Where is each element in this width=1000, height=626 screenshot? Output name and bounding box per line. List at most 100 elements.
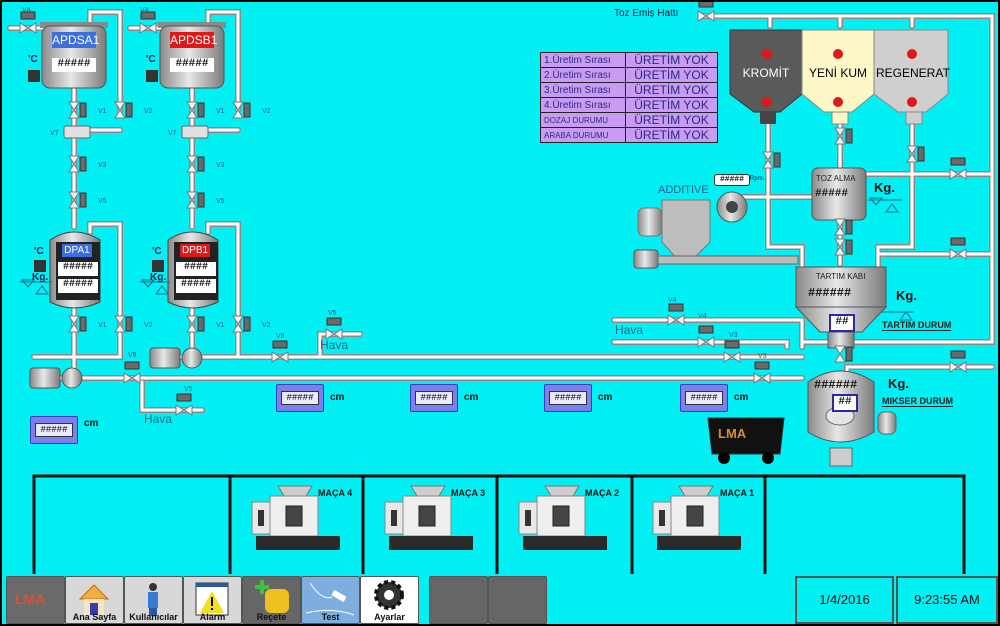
- level-display: #####: [410, 384, 458, 412]
- level-display: #####: [680, 384, 728, 412]
- core-machine-2[interactable]: [518, 485, 607, 550]
- valve[interactable]: V5: [175, 386, 193, 416]
- level-display: #####: [30, 416, 78, 444]
- flowmeter-v7-b: [181, 125, 209, 139]
- hopper-kromit[interactable]: [729, 29, 803, 124]
- valve[interactable]: V2: [114, 315, 153, 333]
- valve[interactable]: [834, 345, 853, 363]
- valve[interactable]: V3: [186, 155, 225, 173]
- valve[interactable]: V3: [753, 353, 771, 384]
- valve[interactable]: V2: [114, 101, 153, 119]
- valve[interactable]: V4: [667, 297, 685, 326]
- additive-unit[interactable]: [633, 191, 799, 269]
- core-machine-3[interactable]: [384, 485, 473, 550]
- gear-icon: [374, 580, 404, 610]
- valve[interactable]: V5: [325, 310, 343, 340]
- valve[interactable]: [834, 127, 853, 145]
- machine-label-1: MAÇA 1: [720, 488, 755, 498]
- warning-icon: [195, 582, 229, 616]
- recipe-add-icon: [255, 580, 289, 613]
- logo-button[interactable]: LMA: [6, 576, 65, 624]
- status-row-label: 4.Üretim Sırası: [540, 97, 626, 113]
- tank-name-apdsa1: APDSA1: [52, 32, 100, 48]
- valve[interactable]: V5: [68, 191, 107, 209]
- nav-alarm-label: Alarm: [199, 612, 226, 622]
- valve-label: V2: [144, 322, 153, 329]
- nav-recipe-button[interactable]: Reçete: [242, 576, 301, 624]
- valve[interactable]: V4: [19, 7, 37, 34]
- pump-b[interactable]: [149, 347, 203, 369]
- valve[interactable]: V1: [186, 101, 225, 119]
- test-probe-icon: [305, 582, 355, 616]
- nav-empty-button-1[interactable]: [429, 576, 488, 624]
- toz-alma-unit: Kg.: [874, 180, 895, 195]
- temp-unit-dpa1: 'C: [34, 246, 44, 257]
- valve-label: V2: [262, 322, 271, 329]
- core-machine-1[interactable]: [652, 485, 741, 550]
- level-display-value: #####: [685, 391, 723, 405]
- valve[interactable]: [834, 238, 853, 256]
- valve[interactable]: V8: [123, 352, 141, 384]
- valve[interactable]: [949, 350, 967, 373]
- valve[interactable]: [949, 157, 967, 180]
- nav-test-button[interactable]: Test: [301, 576, 360, 624]
- valve-label: V3: [216, 162, 225, 169]
- valve[interactable]: V3: [68, 155, 107, 173]
- valve[interactable]: V8: [271, 333, 289, 363]
- valve[interactable]: V4: [139, 7, 157, 34]
- nav-alarm-button[interactable]: Alarm: [183, 576, 242, 624]
- valve-label: V1: [98, 322, 107, 329]
- status-row-label: ARABA DURUMU: [540, 127, 626, 143]
- valve[interactable]: V2: [232, 101, 271, 119]
- tank-value1-dpa1: #####: [58, 262, 98, 276]
- pump-a[interactable]: [29, 367, 83, 389]
- temp-unit-apdsb1: 'C: [146, 54, 156, 65]
- valve[interactable]: V2: [232, 315, 271, 333]
- weight-unit-dpa1: Kg.: [32, 272, 49, 283]
- valve[interactable]: V3: [723, 332, 741, 363]
- dust-line-label: Toz Emiş Hattı: [614, 8, 679, 19]
- valve[interactable]: V1: [68, 101, 107, 119]
- sand-cart[interactable]: [707, 417, 785, 464]
- mikser-value: ######: [814, 378, 858, 392]
- valve[interactable]: [949, 237, 967, 260]
- level-display: #####: [544, 384, 592, 412]
- valve[interactable]: [906, 145, 925, 163]
- valve-label: V3: [758, 353, 767, 360]
- valve-label: V5: [98, 198, 107, 205]
- weight-unit-dpb1: Kg.: [150, 272, 167, 283]
- tartim-kabi-unit: Kg.: [896, 288, 917, 303]
- nav-home-button[interactable]: Ana Sayfa: [65, 576, 124, 624]
- status-row-value: ÜRETİM YOK: [625, 52, 718, 68]
- hopper-regenerat[interactable]: [873, 29, 949, 125]
- tank-name-dpb1: DPB1: [180, 244, 210, 257]
- core-machine-4[interactable]: [251, 485, 340, 550]
- valve[interactable]: V1: [68, 315, 107, 333]
- nav-users-label: Kullanıcılar: [129, 612, 178, 622]
- valve[interactable]: V5: [186, 191, 225, 209]
- valve[interactable]: V4: [697, 313, 715, 348]
- valve-label: V5: [216, 198, 225, 205]
- air-label-3: Hava: [615, 323, 644, 337]
- valve[interactable]: V1: [186, 315, 225, 333]
- mikser-status-value: ##: [832, 394, 858, 412]
- machine-label-3: MAÇA 3: [451, 488, 486, 498]
- status-row-value: ÜRETİM YOK: [625, 97, 718, 113]
- nav-settings-button[interactable]: Ayarlar: [360, 576, 419, 624]
- valve-label: V4: [140, 7, 149, 14]
- valve[interactable]: [834, 218, 853, 236]
- valve[interactable]: [762, 151, 781, 169]
- temp-sensors: [28, 70, 164, 272]
- hopper-label-yeni-kum: YENİ KUM: [808, 66, 867, 80]
- nav-users-button[interactable]: Kullanıcılar: [124, 576, 183, 624]
- additive-rpm-value: #####: [714, 174, 750, 186]
- status-row-label: 2.Üretim Sırası: [540, 67, 626, 83]
- status-row-value: ÜRETİM YOK: [625, 67, 718, 83]
- nav-empty-button-2[interactable]: [488, 576, 547, 624]
- valve[interactable]: [697, 2, 715, 22]
